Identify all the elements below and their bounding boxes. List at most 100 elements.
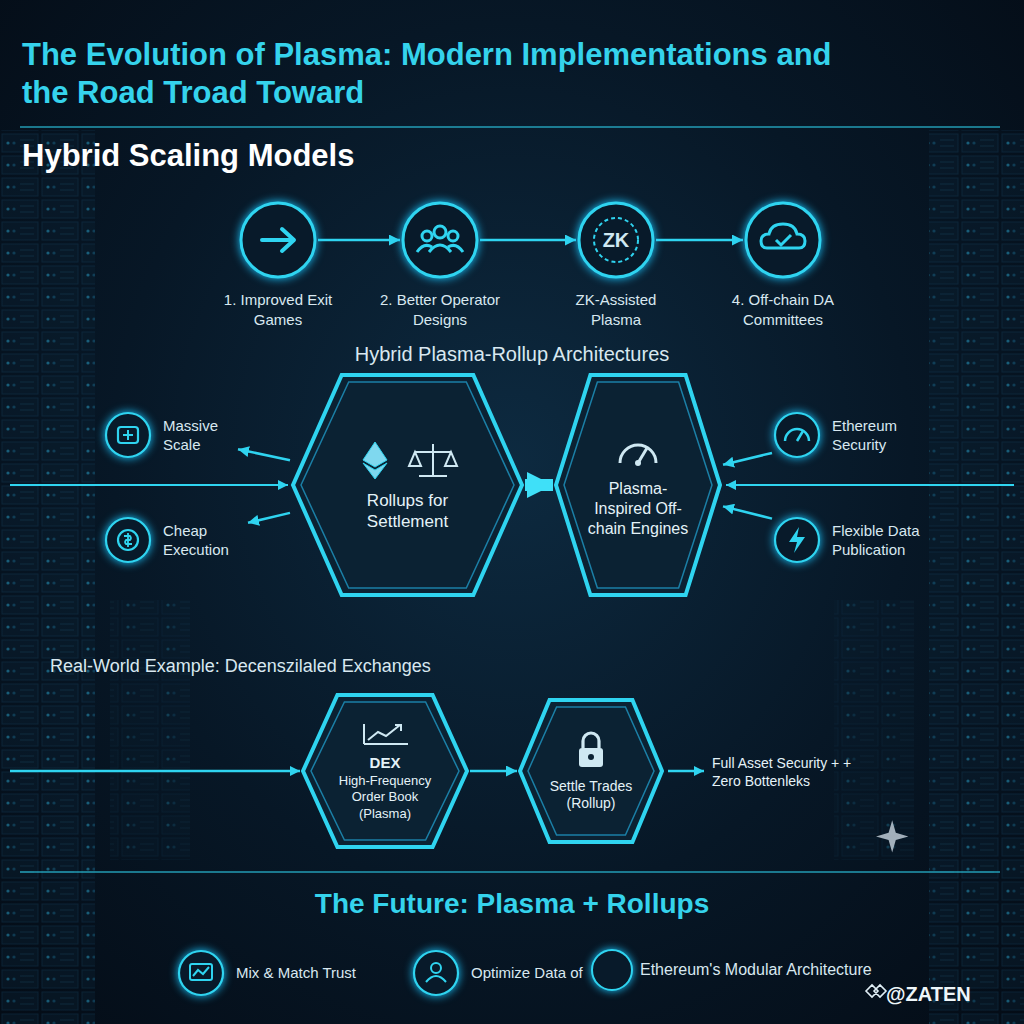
drawn-polygon bbox=[293, 375, 522, 595]
drawn-svg bbox=[360, 720, 410, 746]
hex-icon bbox=[360, 720, 410, 750]
title: The Evolution of Plasma: Modern Implemen… bbox=[22, 36, 842, 112]
drawn-circle bbox=[592, 950, 632, 990]
feature-label: Optimize Data of bbox=[471, 963, 583, 983]
circle-spacer bbox=[103, 410, 153, 460]
drawn-line bbox=[10, 770, 300, 773]
text-label: Full Asset Security + + Zero Bottenleks bbox=[712, 755, 872, 790]
drawn-circle bbox=[775, 518, 819, 562]
drawn-circle bbox=[118, 530, 138, 550]
circle-node: Optimize Data of bbox=[411, 948, 583, 998]
drawn-circle bbox=[106, 413, 150, 457]
connector-arrow bbox=[470, 770, 517, 773]
connector-arrow bbox=[656, 239, 743, 242]
drawn-circle bbox=[746, 203, 820, 277]
hex-label: Plasma-Inspired Off-chain Engines bbox=[583, 479, 693, 539]
feature-label: Flexible Data Publication bbox=[832, 521, 942, 560]
circle-node: 2. Better Operator Designs bbox=[400, 200, 480, 280]
text-label: The Future: Plasma + Rollups bbox=[0, 886, 1024, 921]
drawn-svg bbox=[400, 200, 480, 280]
drawn-circle bbox=[414, 951, 458, 995]
flow-arrow bbox=[525, 479, 553, 491]
drawn-circle bbox=[106, 518, 150, 562]
feature-label: Mix & Match Trust bbox=[236, 963, 356, 983]
drawn-path bbox=[797, 431, 803, 441]
drawn-rect bbox=[118, 427, 138, 443]
circle-node: 1. Improved Exit Games bbox=[238, 200, 318, 280]
hex-label: Settle Trades (Rollup) bbox=[546, 778, 636, 813]
drawn-line bbox=[20, 871, 1000, 873]
drawn-path bbox=[363, 442, 387, 479]
drawn-svg bbox=[573, 730, 609, 770]
drawn-svg bbox=[772, 515, 822, 565]
drawn-circle bbox=[775, 413, 819, 457]
circle-node: Flexible Data Publication bbox=[772, 515, 942, 565]
drawn-path bbox=[866, 985, 886, 997]
text-label: Ethereum's Modular Architecture bbox=[640, 960, 940, 980]
circle-icon bbox=[400, 200, 480, 280]
connector-arrow bbox=[723, 506, 772, 518]
drawn-line bbox=[726, 484, 1014, 486]
drawn-line bbox=[668, 770, 704, 773]
icon-text: ZK bbox=[576, 200, 656, 280]
hex-label: Rollups for Settlement bbox=[338, 490, 478, 533]
circle-spacer bbox=[103, 515, 153, 565]
circle-icon bbox=[411, 948, 461, 998]
feature-label: Massive Scale bbox=[163, 416, 238, 455]
circle-icon bbox=[238, 200, 318, 280]
step-label: 1. Improved Exit Games bbox=[213, 290, 343, 329]
circle-spacer bbox=[772, 515, 822, 565]
drawn-circle bbox=[403, 203, 477, 277]
circle-icon bbox=[176, 948, 226, 998]
drawn-circle bbox=[431, 963, 441, 973]
connector-arrow bbox=[248, 513, 290, 523]
drawn-polygon bbox=[303, 695, 467, 847]
circle-spacer bbox=[411, 948, 461, 998]
drawn-polygon bbox=[528, 707, 654, 835]
circle-node: 4. Off-chain DA Committees bbox=[743, 200, 823, 280]
drawn-polygon bbox=[564, 382, 712, 588]
hex-heading: DEX bbox=[355, 754, 415, 773]
hexagon-node: Plasma-Inspired Off-chain Engines bbox=[553, 372, 723, 598]
drawn-line bbox=[20, 126, 1000, 128]
drawn-svg bbox=[290, 372, 525, 598]
circle-icon bbox=[743, 200, 823, 280]
circle-icon bbox=[103, 515, 153, 565]
drawn-polygon bbox=[520, 700, 662, 842]
hexagon-outline bbox=[290, 372, 525, 598]
drawn-path bbox=[789, 527, 805, 553]
drawn-circle bbox=[179, 951, 223, 995]
drawn-path bbox=[776, 235, 791, 245]
circle-icon bbox=[772, 515, 822, 565]
drawn-polygon bbox=[556, 375, 720, 595]
drawn-svg bbox=[614, 431, 662, 471]
drawn-rect bbox=[190, 964, 212, 980]
drawn-rect bbox=[834, 600, 914, 860]
drawn-circle bbox=[241, 203, 315, 277]
hexagon-node: DEXHigh-Frequency Order Book (Plasma) bbox=[300, 692, 470, 850]
drawn-svg bbox=[411, 948, 461, 998]
drawn-svg bbox=[353, 438, 463, 482]
connector-arrow bbox=[723, 453, 772, 465]
drawn-path bbox=[785, 429, 809, 441]
drawn-path bbox=[583, 733, 599, 748]
drawn-svg bbox=[772, 410, 822, 460]
drawn-rect bbox=[929, 130, 1024, 1024]
drawn-line bbox=[10, 484, 288, 486]
hexagon-node: Rollups for Settlement bbox=[290, 372, 525, 598]
circle-icon bbox=[103, 410, 153, 460]
hexagon-outline bbox=[517, 697, 665, 845]
drawn-circle bbox=[422, 231, 432, 241]
drawn-rect bbox=[110, 600, 190, 860]
drawn-svg bbox=[103, 410, 153, 460]
drawn-path bbox=[262, 229, 294, 251]
circle-spacer bbox=[772, 410, 822, 460]
drawn-circle bbox=[434, 226, 446, 238]
circle-icon bbox=[772, 410, 822, 460]
drawn-rect bbox=[0, 130, 95, 1024]
text-label: Hybrid Scaling Models bbox=[22, 137, 622, 176]
step-label: ZK-Assisted Plasma bbox=[551, 290, 681, 329]
feature-label: Ethereum Security bbox=[832, 416, 922, 455]
drawn-svg bbox=[517, 697, 665, 845]
